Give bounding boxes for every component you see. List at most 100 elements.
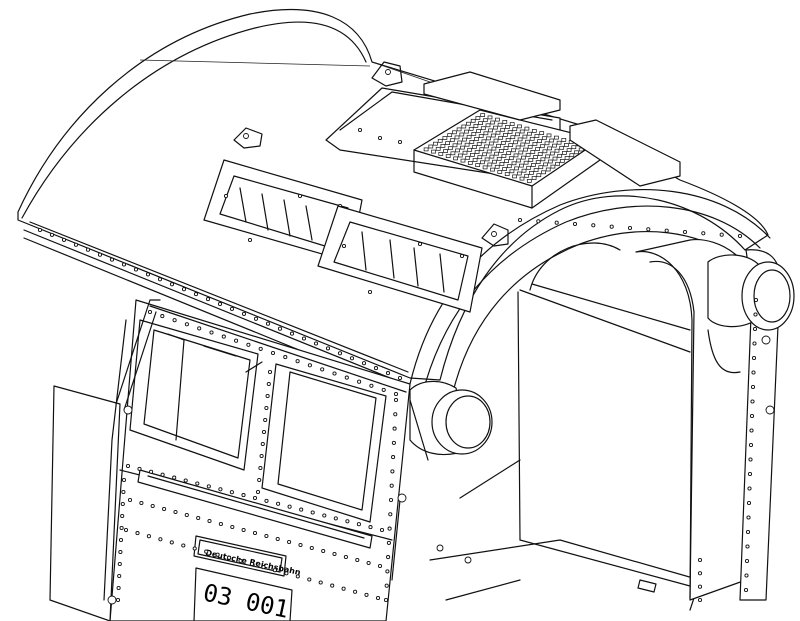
rivet [230,524,235,530]
grille-cell [455,148,460,153]
grille-cell [531,129,537,133]
grille-cell [574,150,579,155]
rivet [381,387,386,392]
grille-cell [510,135,516,140]
grille-cell [489,154,495,159]
grille-cell [533,155,538,159]
rivet [265,321,271,326]
rivet [364,592,369,597]
grille-cell [472,145,477,149]
rivet [744,573,749,578]
grille-cell [516,158,522,163]
rivet [697,571,703,576]
grille-cell [564,143,569,147]
grille-cell [552,156,558,161]
rivet [368,525,373,530]
grille-cell [529,171,534,175]
grille-cell [540,157,546,162]
rivet [121,477,127,483]
rivet [169,540,174,545]
rivet [116,585,121,591]
grille-cell [495,130,501,135]
rivet [697,557,703,563]
rivet [330,583,335,588]
rivet [750,384,756,390]
rivet [270,350,276,356]
rivet [295,359,300,364]
grille-cell [505,125,510,129]
rivet [192,546,197,551]
rivet [318,580,323,585]
rivet [627,225,633,231]
grille-cell [476,129,481,133]
grille-cell [535,147,540,151]
roof-louvre-right [317,205,483,313]
grille-cell [490,120,496,125]
rivet [127,497,133,503]
grille-cell [519,129,525,134]
rivet [719,232,724,237]
grille-cell [512,127,518,132]
rivet [252,495,258,501]
rivet [85,247,91,252]
rivet [97,252,103,257]
rivet [385,569,390,574]
cab-roof [17,8,771,397]
rivet [341,586,346,591]
grille-cell [515,145,521,150]
rivet [264,498,269,503]
grille-cell [571,145,577,150]
rivet [169,282,175,287]
rivet [313,341,319,346]
grille-cell [472,158,478,162]
rivet [137,466,142,471]
grille-cell [470,153,475,157]
grille-cell [519,176,525,181]
grille-cell [480,160,485,165]
grille-cell [443,149,448,153]
rivet [697,597,703,603]
grille-cell [452,143,458,148]
rivet [375,595,381,601]
rivet [125,463,131,469]
rivet [252,530,258,536]
rivet [353,589,358,594]
rivet [246,342,251,347]
grille-cell [546,133,552,138]
grille-cell [490,133,496,138]
grille-cell [515,132,520,137]
grille-cell [511,161,517,166]
rivet [147,309,153,315]
grille-cell [533,168,539,172]
grille-cell [482,165,488,170]
rivet [61,237,67,242]
grille-cell [534,134,540,138]
rivet [150,503,155,509]
grille-cell [513,140,518,145]
grille-cell [457,140,463,145]
grille-cell [530,150,536,154]
roof-hinge-bracket-left [233,127,263,149]
rivet [345,519,350,524]
rivet [366,560,371,566]
grille-cell [466,121,471,126]
rivet [299,507,304,512]
grille-cell [559,159,565,163]
grille-cell [525,139,530,144]
rivet [384,583,389,588]
rivet [387,526,392,531]
grille-cell [423,147,429,152]
rivet [536,219,541,224]
rivet [241,527,246,533]
rivet [349,356,355,361]
rivet [379,527,385,533]
grille-cell [507,130,513,134]
rivet [121,262,127,267]
rivet [385,371,391,376]
grille-cell [497,170,503,174]
rivet [181,543,186,548]
rivet [115,597,121,603]
grille-cell [554,148,560,153]
air-duct-left [409,380,493,461]
grille-cell [495,117,500,122]
